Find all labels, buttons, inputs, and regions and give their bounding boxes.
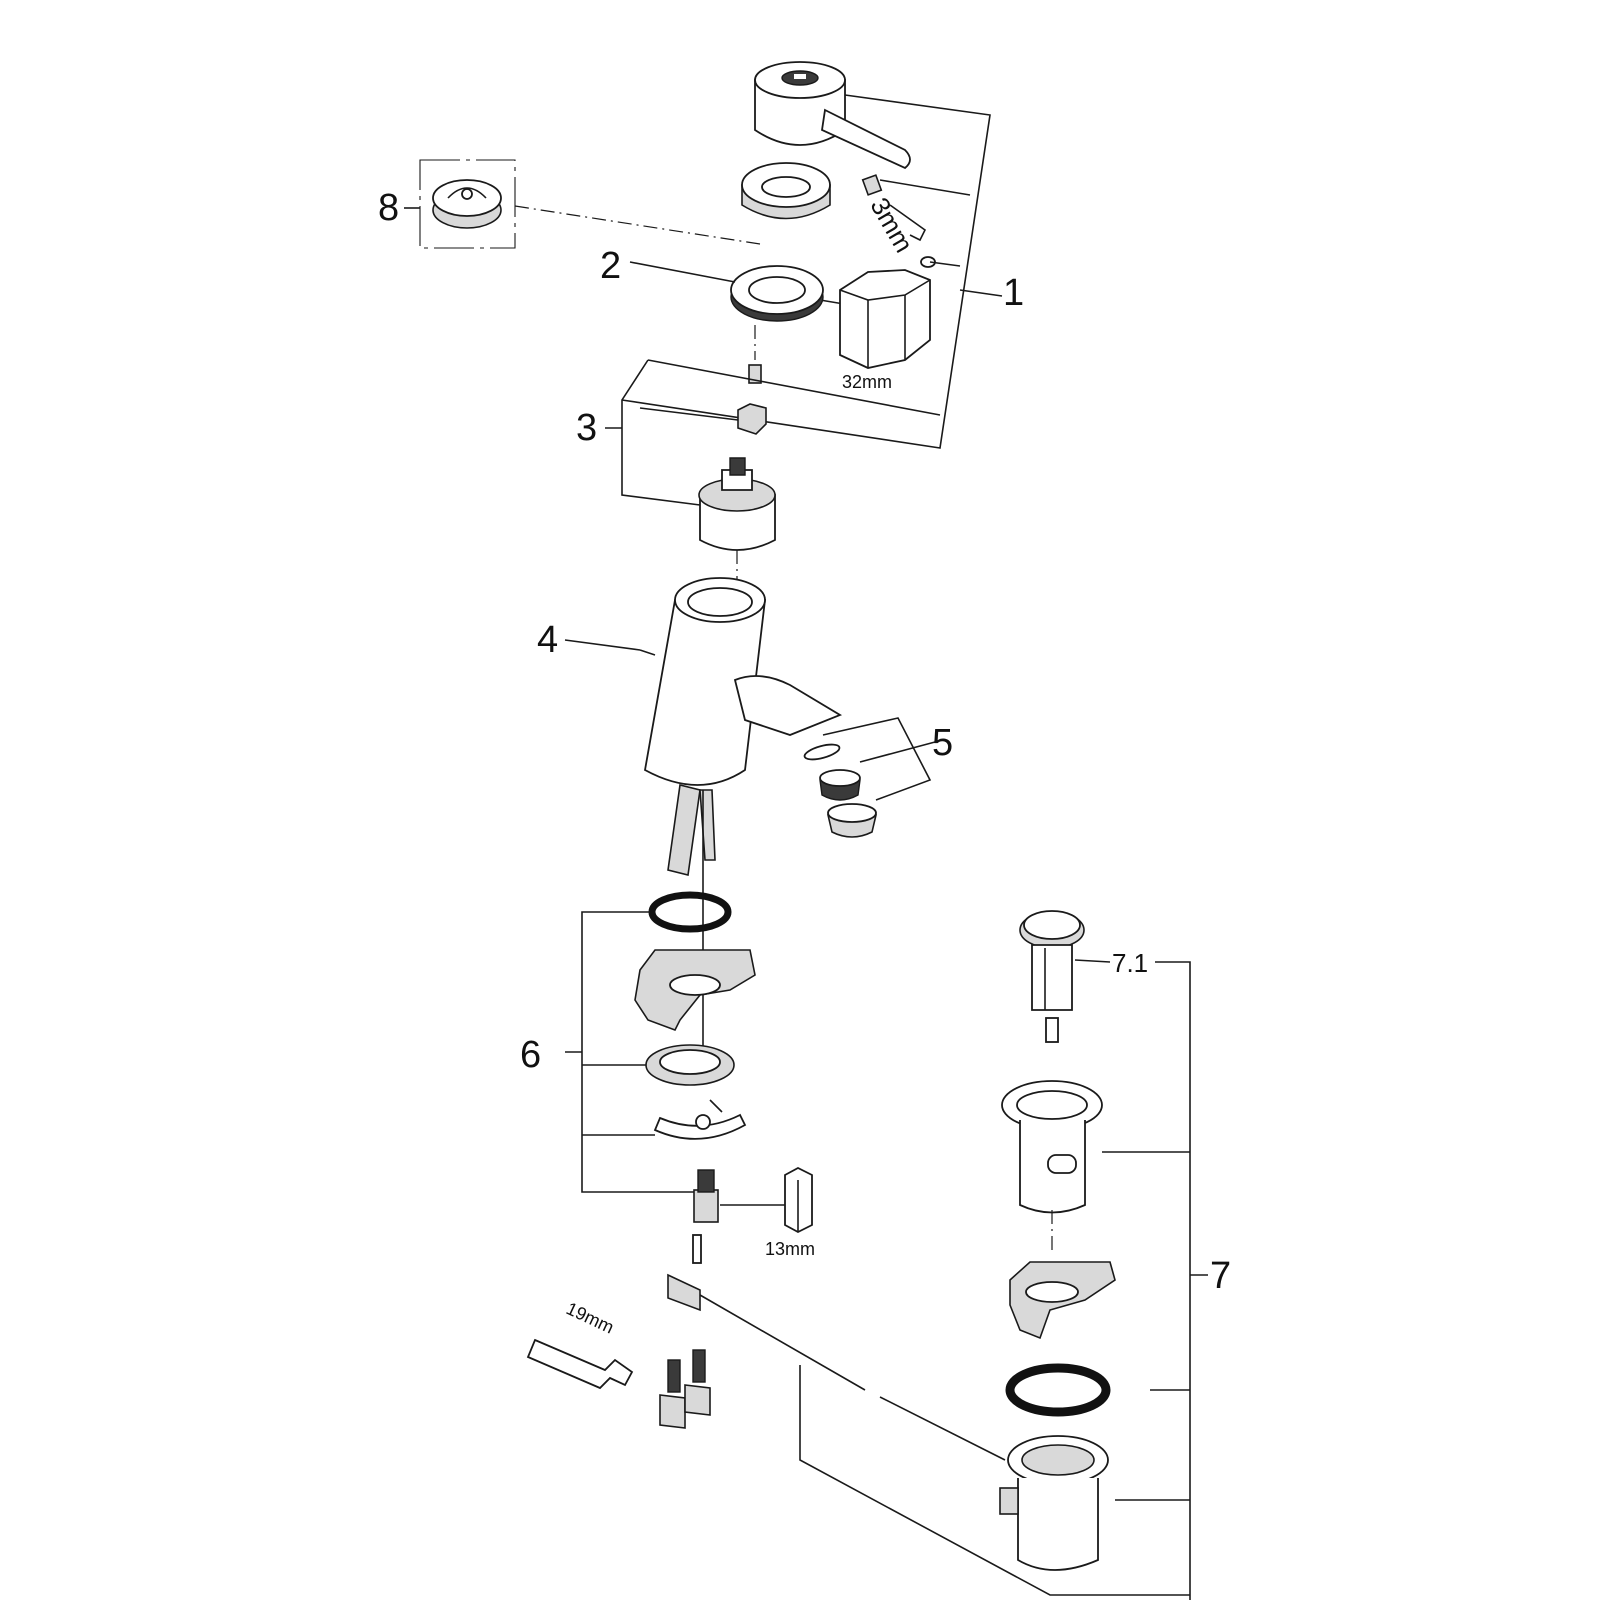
part-7-seal-ring (1005, 1363, 1111, 1417)
axis-line-8 (514, 205, 761, 245)
part-6-o-ring (648, 891, 732, 933)
leader-2 (629, 261, 736, 283)
part-6-threaded-nut (693, 1169, 719, 1223)
callout-4: 4 (537, 619, 558, 661)
part-3-cartridge (698, 457, 776, 551)
part-4-mixer-body (639, 577, 843, 786)
socket-32mm: 32mm (839, 269, 931, 392)
hose-connectors (659, 1349, 711, 1429)
part-1-lever-handle (754, 61, 911, 170)
socket-32mm-label: 32mm (842, 372, 892, 392)
part-5-washer (803, 743, 841, 761)
part-8-cartridge-top (419, 159, 516, 249)
flexible-hoses (667, 784, 716, 1080)
callout-3: 3 (576, 407, 597, 449)
bracket-3 (605, 359, 941, 506)
part-6-bracket-plate (653, 1099, 747, 1140)
socket-13mm-label: 13mm (765, 1239, 815, 1259)
lift-rod-assembly (667, 1234, 1006, 1461)
part-5-aerator-insert (819, 769, 861, 801)
part-1-cap-ring (741, 162, 831, 220)
hex-key-3mm: 3mm (864, 192, 936, 268)
callout-2: 2 (600, 245, 621, 287)
part-1-grub-screw (861, 174, 883, 196)
callout-5: 5 (932, 722, 953, 764)
bracket-6 (565, 911, 694, 1193)
part-5-aerator-housing (826, 803, 878, 838)
part-7-1-pop-up-plug (1019, 910, 1085, 1043)
spanner-19mm: 19mm (526, 1298, 634, 1390)
bracket-7 (799, 959, 1208, 1600)
callout-6: 6 (520, 1034, 541, 1076)
part-6-washer (645, 1044, 735, 1086)
part-7-waste-tail (999, 1435, 1109, 1571)
part-3-adapter (737, 403, 767, 435)
bracket-5 (822, 717, 936, 801)
socket-13mm: 13mm (720, 1166, 815, 1259)
part-7-waste-body (1001, 1080, 1103, 1214)
leader-4 (564, 639, 641, 651)
part-6-basin-section (634, 949, 756, 1031)
callout-7: 7 (1210, 1255, 1231, 1297)
callout-1: 1 (1003, 272, 1024, 314)
spanner-19mm-label: 19mm (563, 1298, 617, 1337)
part-2-nut-ring (730, 265, 824, 322)
hex-key-size-label: 3mm (864, 192, 919, 257)
callout-7-1: 7.1 (1112, 948, 1148, 978)
part-3-screw (748, 364, 762, 384)
part-7-basin-section (1009, 1261, 1116, 1340)
callout-8: 8 (378, 187, 399, 229)
